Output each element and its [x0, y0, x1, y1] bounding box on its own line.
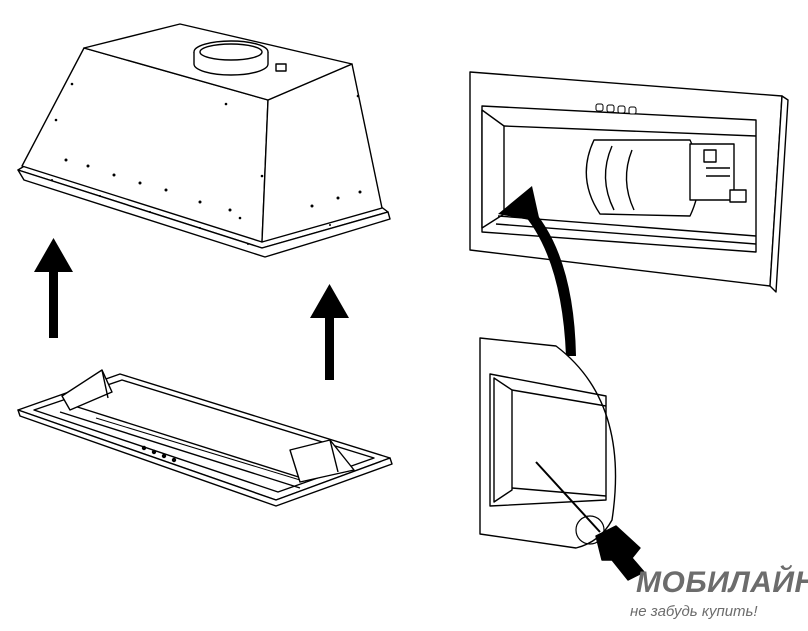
brand-slogan: не забудь купить!: [630, 603, 758, 620]
watermark: МОБИЛАЙН не забудь купить!: [620, 566, 808, 626]
curved-arrow: [498, 186, 576, 356]
brand-logo: МОБИЛАЙН: [636, 566, 808, 599]
bottom-panel: [17, 369, 393, 507]
zoom-detail: [479, 337, 645, 581]
arrow-up-left: [34, 238, 73, 338]
installed-unit: [469, 71, 789, 293]
arrow-up-right: [310, 284, 349, 380]
hood-body: [17, 23, 391, 258]
